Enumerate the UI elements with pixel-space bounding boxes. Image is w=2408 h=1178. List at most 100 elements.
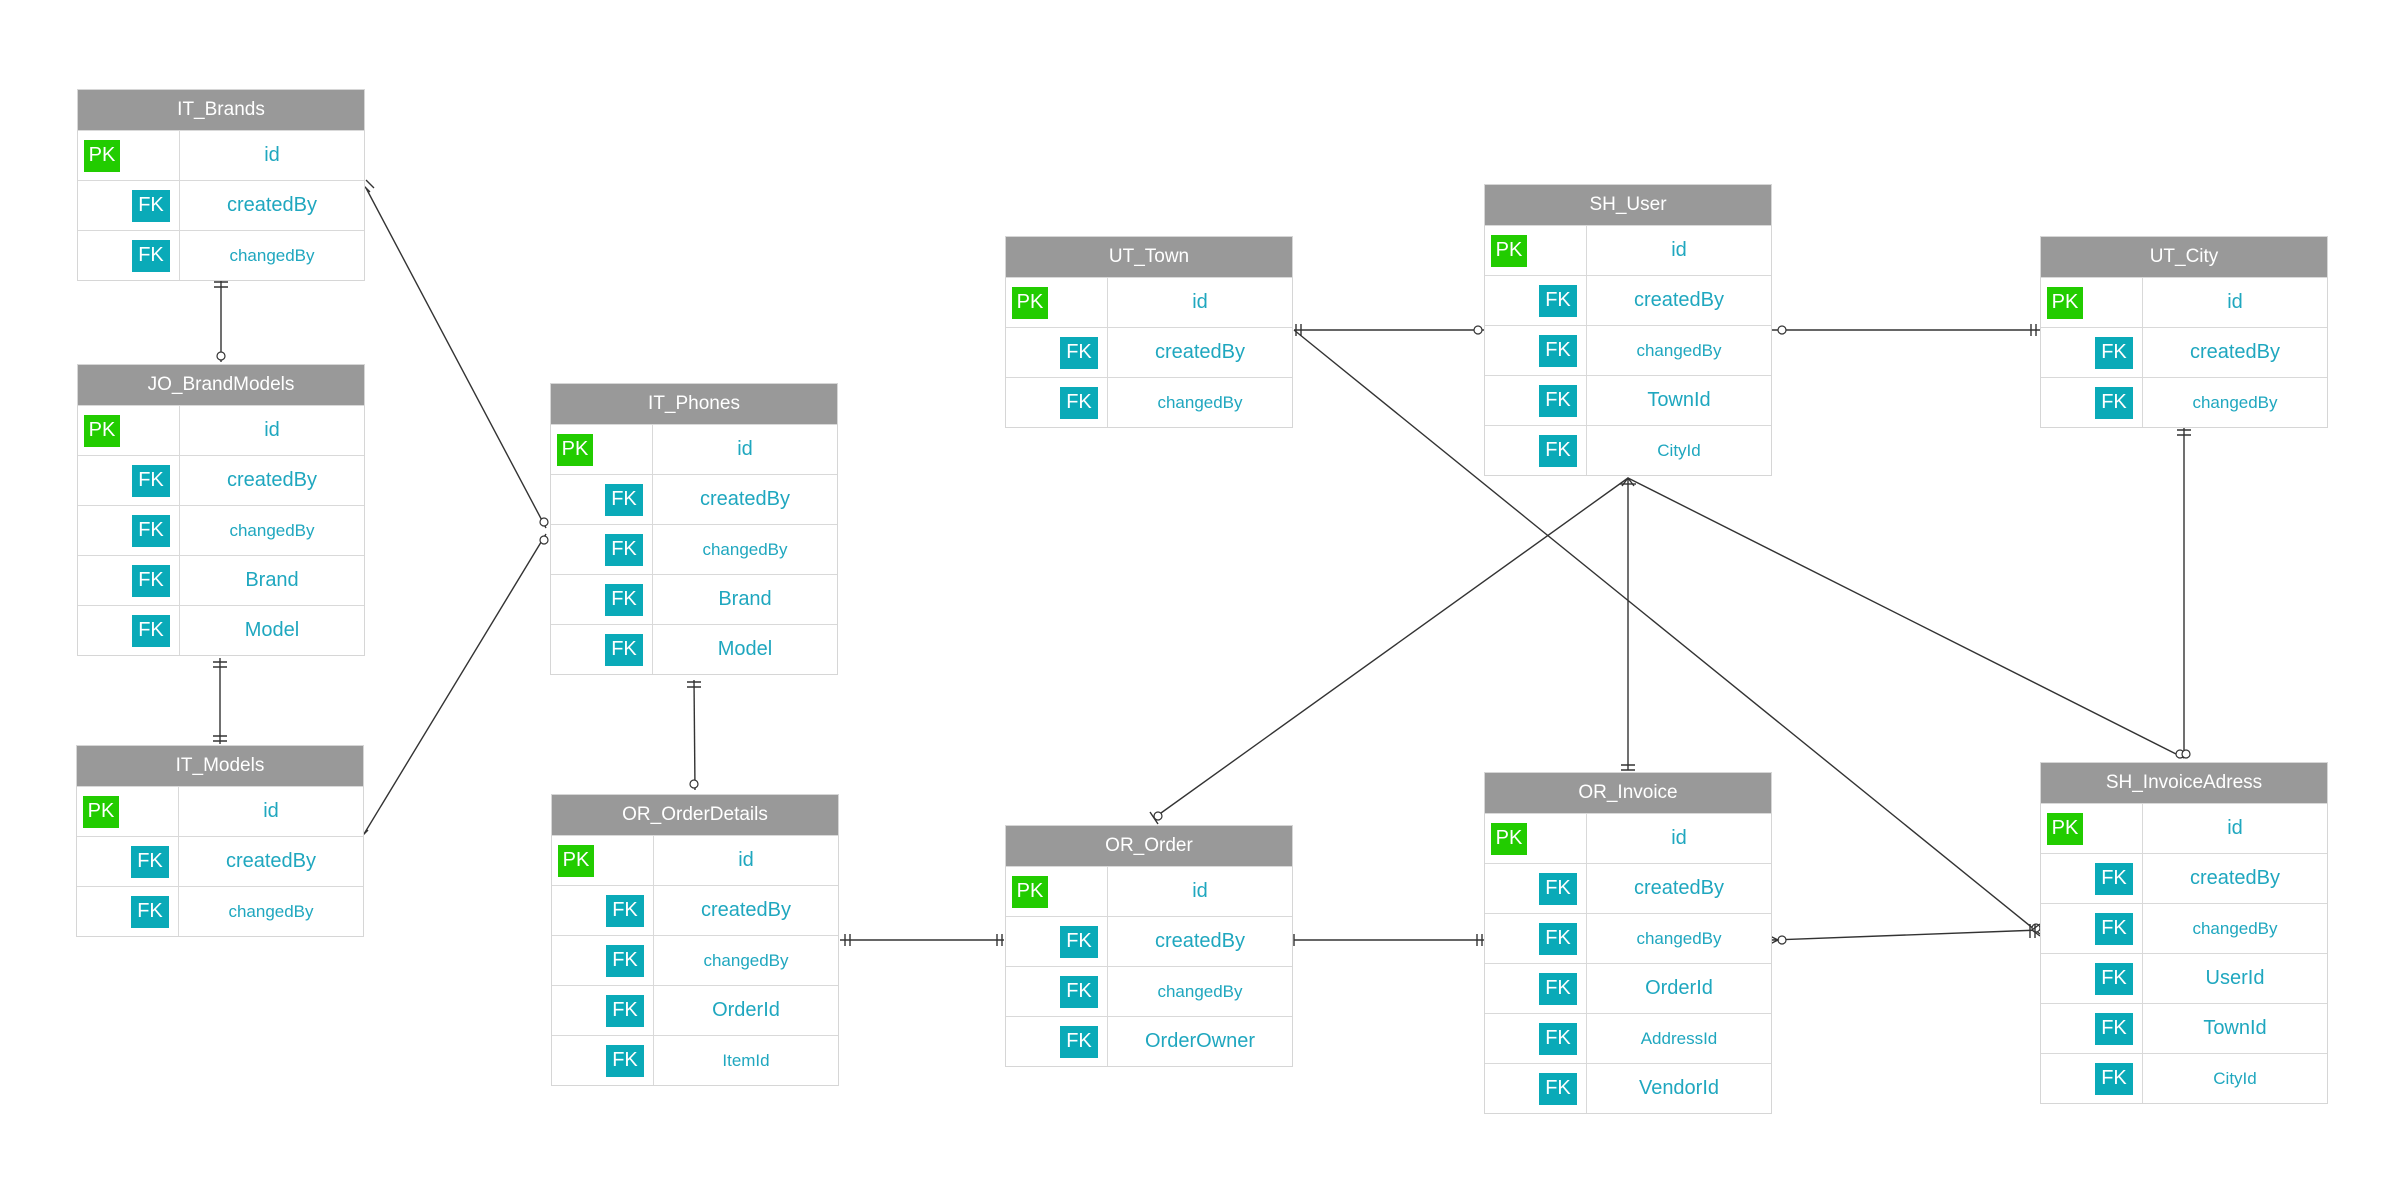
field-name: createdBy: [700, 899, 792, 921]
foreign-key-badge: FK: [1539, 284, 1577, 317]
table-row: FK createdBy: [1006, 916, 1292, 966]
primary-key-badge: PK: [1012, 875, 1048, 908]
table-row: PK id: [78, 405, 364, 455]
table-row: PK id: [78, 130, 364, 180]
table-row: FK Model: [78, 605, 364, 655]
foreign-key-badge: FK: [132, 239, 170, 272]
field-name: id: [1192, 291, 1208, 313]
field-name: TownId: [1647, 389, 1711, 411]
foreign-key-badge: FK: [606, 944, 644, 977]
field-name: id: [1671, 239, 1687, 261]
primary-key-badge: PK: [558, 844, 594, 877]
foreign-key-badge: FK: [1539, 334, 1577, 367]
primary-key-badge: PK: [1491, 234, 1527, 267]
rel-user-order: [1153, 477, 1629, 819]
foreign-key-badge: FK: [605, 583, 643, 616]
primary-key-badge: PK: [84, 414, 120, 447]
field-name: Model: [244, 619, 300, 641]
foreign-key-badge: FK: [1539, 872, 1577, 905]
rel-phones-orderdetails: [693, 679, 696, 791]
foreign-key-badge: FK: [1539, 434, 1577, 467]
field-name: id: [264, 419, 280, 441]
table-row: FK createdBy: [78, 180, 364, 230]
table-row: FK CityId: [1485, 425, 1771, 475]
field-name: createdBy: [226, 194, 318, 216]
table-row: FK OrderOwner: [1006, 1016, 1292, 1066]
foreign-key-badge: FK: [131, 895, 169, 928]
field-name: changedBy: [1636, 340, 1722, 360]
field-name: Brand: [245, 569, 299, 591]
foreign-key-badge: FK: [1539, 922, 1577, 955]
table-row: FK CityId: [2041, 1053, 2327, 1103]
field-name: OrderOwner: [1144, 1030, 1256, 1052]
primary-key-badge: PK: [2047, 286, 2083, 319]
foreign-key-badge: FK: [2095, 912, 2133, 945]
table-row: FK createdBy: [1485, 863, 1771, 913]
foreign-key-badge: FK: [1060, 1025, 1098, 1058]
primary-key-badge: PK: [1491, 822, 1527, 855]
field-name: CityId: [2213, 1068, 2257, 1088]
foreign-key-badge: FK: [605, 483, 643, 516]
field-name: OrderId: [1645, 977, 1713, 999]
field-name: createdBy: [226, 469, 318, 491]
field-name: CityId: [1657, 440, 1701, 460]
field-name: UserId: [2205, 967, 2265, 989]
field-name: Model: [717, 638, 773, 660]
foreign-key-badge: FK: [1539, 384, 1577, 417]
rel-town-invoiceadress: [1293, 329, 2041, 935]
table-row: FK createdBy: [551, 474, 837, 524]
foreign-key-badge: FK: [1060, 925, 1098, 958]
field-name: ItemId: [722, 1050, 770, 1070]
field-name: AddressId: [1640, 1028, 1718, 1048]
field-name: createdBy: [1633, 877, 1725, 899]
field-name: createdBy: [1154, 930, 1246, 952]
field-name: createdBy: [699, 488, 791, 510]
foreign-key-badge: FK: [605, 533, 643, 566]
table-title: OR_Invoice: [1485, 773, 1771, 813]
table-title: SH_InvoiceAdress: [2041, 763, 2327, 803]
rel-invoice-invoiceadress: [1771, 929, 2041, 941]
table-row: FK UserId: [2041, 953, 2327, 1003]
field-name: createdBy: [1154, 341, 1246, 363]
primary-key-badge: PK: [84, 139, 120, 172]
field-name: changedBy: [1157, 981, 1243, 1001]
field-name: id: [2227, 817, 2243, 839]
field-name: changedBy: [229, 245, 315, 265]
foreign-key-badge: FK: [2095, 962, 2133, 995]
foreign-key-badge: FK: [132, 189, 170, 222]
foreign-key-badge: FK: [132, 614, 170, 647]
foreign-key-badge: FK: [2095, 1062, 2133, 1095]
foreign-key-badge: FK: [131, 845, 169, 878]
field-name: changedBy: [1636, 928, 1722, 948]
field-name: id: [264, 144, 280, 166]
table-row: FK changedBy: [1485, 913, 1771, 963]
rel-brands-phones: [365, 187, 547, 529]
